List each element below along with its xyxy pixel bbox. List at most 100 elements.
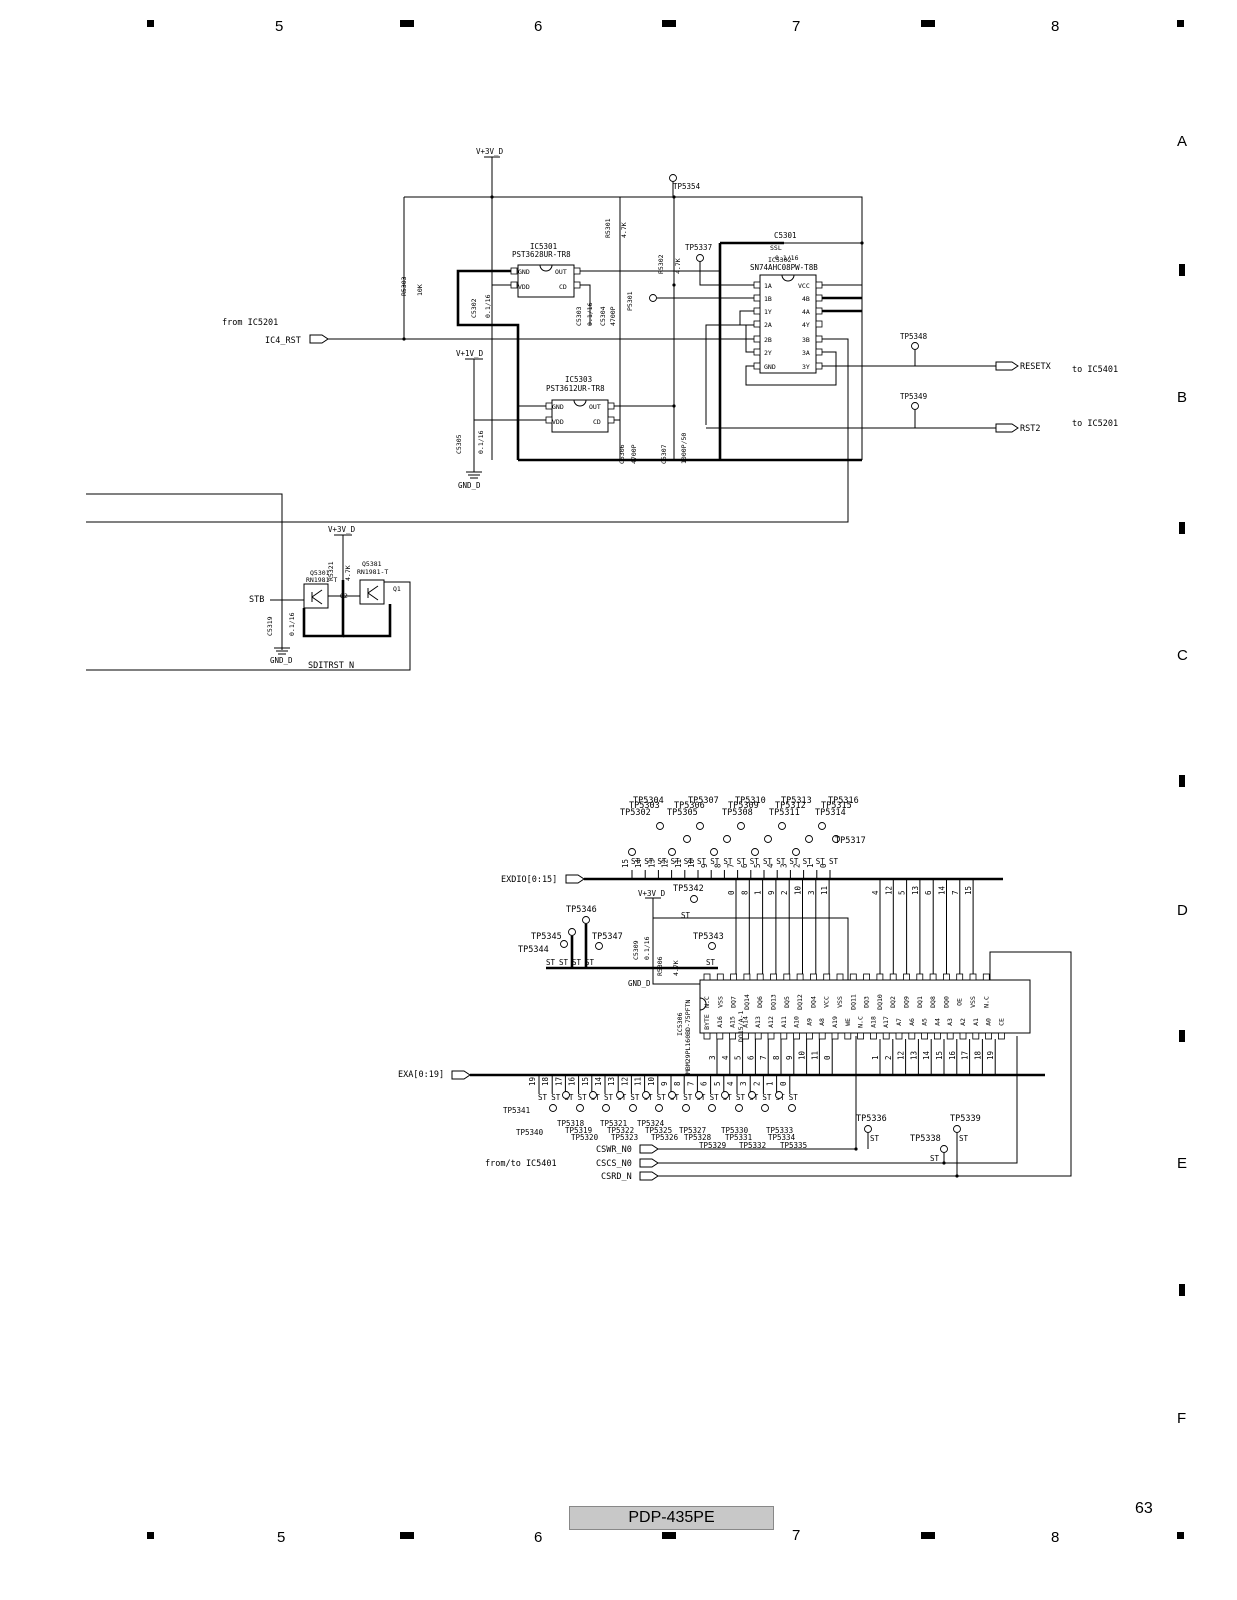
tp-bottom-point (562, 1091, 570, 1099)
flash-bottom-pin-label: A5 (921, 1018, 929, 1026)
tp5342-label: TP5342 (673, 884, 704, 894)
flash-bottom-pin-label: A11 (780, 1016, 788, 1028)
sditrst-label: SDITRST_N (308, 661, 354, 671)
flash-bottom-pin-box (998, 1032, 1005, 1040)
q5381-ref: Q5381 (362, 560, 382, 568)
exdio-bit-st: ST (789, 857, 799, 866)
tp-bottom-label: TP5329 (699, 1141, 726, 1150)
exdio-bit-st: ST (816, 857, 826, 866)
tp-bottom-point (616, 1091, 624, 1099)
ic5303-pin-out: OUT (589, 403, 601, 411)
tp5354-label: TP5354 (673, 182, 701, 191)
exa-bit-label: 11 (634, 1077, 643, 1086)
exdio-bit-st: ST (671, 857, 681, 866)
flash-bottom-pin-box (934, 1032, 941, 1040)
tp-bottom-point (695, 1091, 703, 1099)
cswr-label: CSWR_N0 (596, 1145, 632, 1155)
exa-bit-label: 9 (660, 1081, 669, 1086)
ic5306-dq15-pin: DQ15/A-1 (737, 1011, 745, 1042)
flash-bottom-pin-label: A7 (895, 1018, 903, 1026)
flash-bottom-pin-box (767, 1032, 775, 1040)
exa-bit-label: 17 (554, 1077, 563, 1086)
gnd-flash: GND_D (628, 979, 651, 988)
frame-top: 5 6 7 8 (147, 18, 1184, 35)
exdio-bit-label: 14 (634, 858, 643, 868)
ic5301-pin-cd: CD (559, 283, 567, 291)
exdio-bit-label: 4 (766, 863, 775, 868)
resetx-label: RESETX (1020, 362, 1052, 372)
flash-top-pin-label: DQ6 (756, 996, 764, 1008)
ic5303-pin-vdd: VDD (552, 418, 564, 426)
r5302-ref: R5302 (657, 254, 665, 274)
exa-bit-st: ST (564, 1093, 574, 1102)
r5321-ref: R5321 (327, 561, 335, 581)
exdio-bit-label: 13 (647, 859, 656, 868)
flash-bottom-pin-label: A8 (818, 1018, 826, 1026)
exdio-bit-label: 1 (806, 863, 815, 868)
flash-top-pin-label: N.C (982, 996, 990, 1008)
flash-bottom-pin-label: A14 (741, 1016, 749, 1028)
tp-bottom-label: TP5327 (679, 1126, 706, 1135)
flash-bottom-pin-label: A4 (933, 1018, 941, 1026)
col-label-5: 5 (275, 18, 283, 35)
exdio-right-label: 14 (938, 885, 947, 895)
exa-right-label: 16 (948, 1050, 957, 1060)
tp-bottom-label: TP5333 (766, 1126, 793, 1135)
flash-top-pin-box (956, 973, 964, 981)
exdio-bit-label: 9 (700, 863, 709, 868)
tp-top-label: TP5305 (667, 808, 698, 818)
c5309-ref: C5309 (632, 940, 640, 960)
ic5302-pin-3a: 3A (802, 349, 810, 357)
exa-bit-label: 10 (647, 1076, 656, 1086)
exdio-tap-label: 0 (727, 890, 736, 895)
col-label-5-bottom: 5 (277, 1529, 285, 1546)
c5319-value: 0.1/16 (288, 612, 296, 636)
flash-top-pin-label: DQ12 (796, 994, 804, 1010)
tp5336-label: TP5336 (856, 1114, 887, 1124)
tp-bottom-point (748, 1091, 756, 1099)
tp-top-point (668, 848, 676, 856)
flash-bottom-pin-box (844, 1032, 852, 1040)
ic5302-pin-1a: 1A (764, 282, 772, 290)
flash-top-pin-label: VSS (716, 996, 724, 1008)
tp-top-point (805, 835, 813, 843)
exa-right-label: 19 (986, 1051, 995, 1060)
page-number: 63 (1135, 1500, 1153, 1517)
flash-bottom-pin-box (946, 1032, 954, 1040)
exa-right-label: 12 (897, 1051, 906, 1060)
ic5302-pin-2b: 2B (764, 336, 772, 344)
tp-top-point (737, 822, 745, 830)
r5302-value: 4.7K (674, 258, 682, 274)
flash-bottom-pin-label: A19 (831, 1016, 839, 1028)
exa-tap-label: 9 (785, 1055, 794, 1060)
exdio-bus-label: EXDIO[0:15] (501, 875, 557, 885)
flash-bottom-pin-box (972, 1032, 980, 1040)
row-label-d: D (1177, 902, 1188, 919)
ic5302-part: SN74AHC08PW-T8B (750, 263, 818, 272)
ic5302-pin-vcc: VCC (798, 282, 810, 290)
flash-top-pin-label: DQ5 (783, 996, 791, 1008)
q5381-part: RN1981-T (357, 568, 388, 576)
exdio-bit-st: ST (737, 857, 747, 866)
frame-right: A B C D E F (1177, 133, 1188, 1427)
tp-bottom-point (735, 1104, 743, 1112)
exdio-tap-label: 9 (767, 890, 776, 895)
flash-top-pin-label: DQ4 (809, 996, 817, 1008)
exdio-right-label: 5 (898, 890, 907, 895)
tp-top-label: TP5314 (815, 808, 846, 818)
exdio-right-label: 7 (951, 890, 960, 895)
p5301-ref: P5301 (626, 291, 634, 311)
flash-bottom-pin-box (742, 1032, 749, 1040)
tp5344-label: TP5344 (518, 945, 549, 955)
from-ic5201-label: from IC5201 (222, 318, 278, 328)
tp-bottom-point (642, 1091, 650, 1099)
tp-bottom-point (721, 1091, 729, 1099)
exa-bit-st: ST (789, 1093, 799, 1102)
q5301-ref: Q5301 (310, 569, 330, 577)
exa-bit-label: 3 (739, 1081, 748, 1086)
flash-bottom-pin-box (882, 1032, 890, 1040)
flash-top-pin-box (929, 973, 937, 981)
exdio-bit-st: ST (723, 857, 733, 866)
ic5301-part: PST3628UR-TR8 (512, 250, 571, 259)
exa-bit-label: 19 (528, 1077, 537, 1086)
